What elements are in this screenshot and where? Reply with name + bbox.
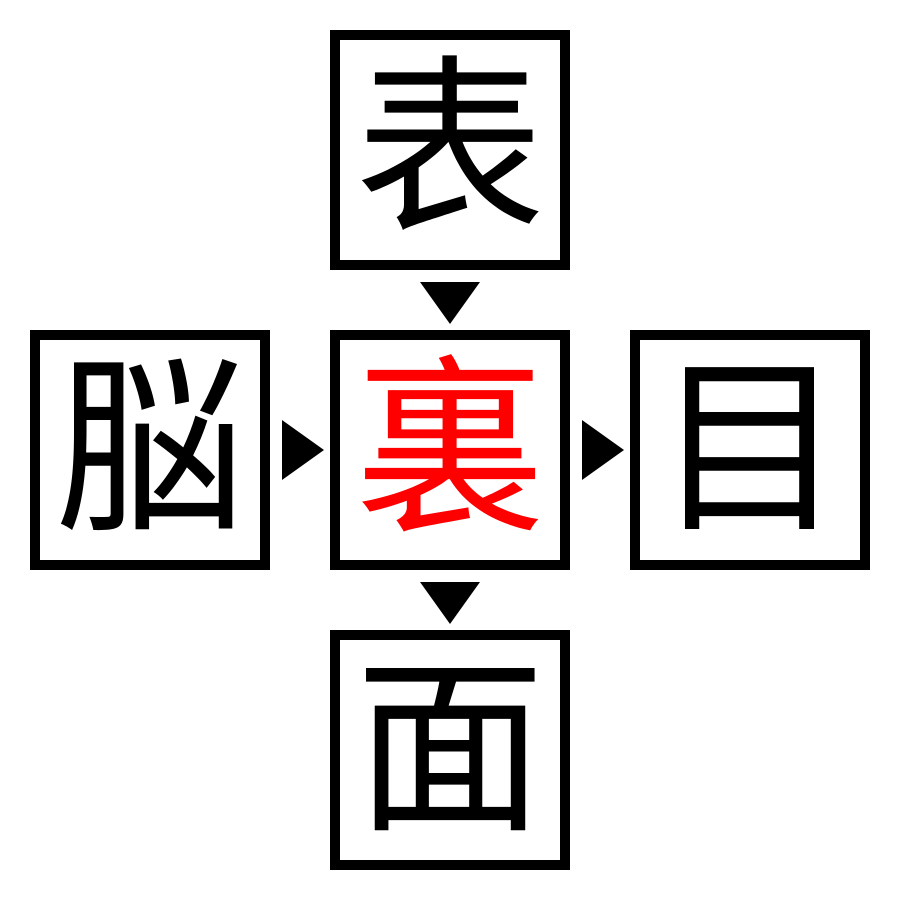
left-char: 脳 <box>54 339 245 560</box>
right-char: 目 <box>654 339 845 560</box>
bottom-box: 面 <box>330 630 570 870</box>
left-box: 脳 <box>30 330 270 570</box>
down-arrow-icon <box>420 282 480 324</box>
bottom-char: 面 <box>354 639 545 860</box>
down-arrow-icon <box>420 582 480 624</box>
right-arrow-icon <box>582 420 624 480</box>
right-arrow-icon <box>282 420 324 480</box>
top-char: 表 <box>354 39 545 260</box>
right-box: 目 <box>630 330 870 570</box>
center-box: 裏 <box>330 330 570 570</box>
top-box: 表 <box>330 30 570 270</box>
center-char: 裏 <box>354 339 545 560</box>
